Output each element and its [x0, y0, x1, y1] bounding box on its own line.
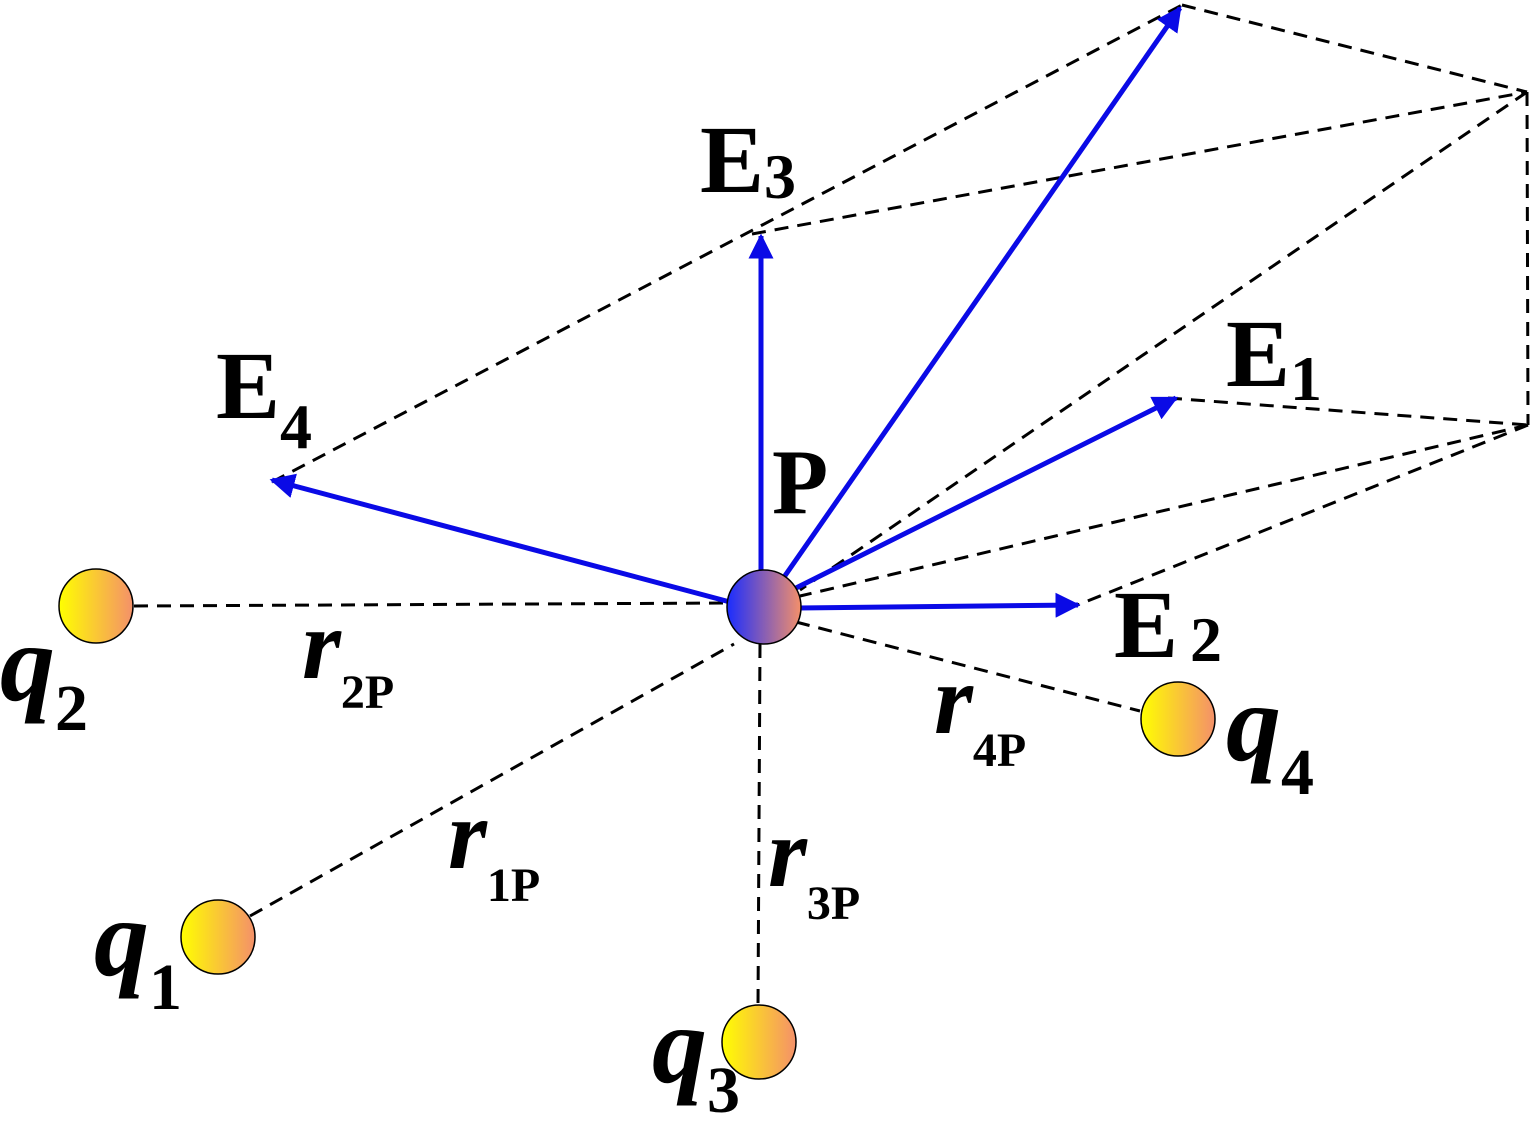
- distance-lines: [133, 601, 1141, 1007]
- vector-e2: [797, 592, 1081, 618]
- label-q1: q1: [94, 877, 182, 1024]
- vector-resultant: [779, 5, 1183, 582]
- label-q3: q3: [652, 984, 740, 1124]
- charges: [58, 568, 1216, 1080]
- vector-e4: [269, 473, 731, 605]
- construction-line: [751, 90, 1528, 236]
- label-r2p: r2P: [302, 589, 394, 719]
- point-p: [726, 569, 802, 645]
- label-e3: E3: [700, 106, 796, 213]
- field-vectors: [269, 5, 1183, 618]
- construction-line: [799, 423, 1529, 598]
- distance-line-q2: [133, 601, 729, 608]
- construction-line: [1181, 3, 1528, 94]
- construction-line: [799, 90, 1528, 592]
- label-e4: E4: [216, 332, 312, 462]
- vector-e1: [790, 395, 1179, 593]
- charge-q3: [721, 1004, 797, 1080]
- construction-line: [1069, 423, 1529, 610]
- distance-line-q4: [795, 620, 1141, 713]
- charge-q2: [58, 568, 134, 644]
- construction-line: [271, 3, 1183, 484]
- charge-q1: [180, 899, 256, 975]
- distance-line-q1: [249, 642, 735, 918]
- label-r4p: r4P: [934, 644, 1026, 777]
- point-label: P: [772, 431, 828, 533]
- label-q4: q4: [1226, 662, 1314, 809]
- construction-line: [1167, 396, 1529, 427]
- label-r3p: r3P: [768, 797, 860, 930]
- label-q2: q2: [0, 602, 88, 745]
- label-r1p: r1P: [448, 779, 540, 912]
- construction-lines: [271, 3, 1530, 610]
- charge-q4: [1140, 681, 1216, 757]
- construction-line: [1525, 91, 1530, 426]
- distance-line-q3: [756, 643, 762, 1007]
- label-e1: E1: [1226, 300, 1322, 414]
